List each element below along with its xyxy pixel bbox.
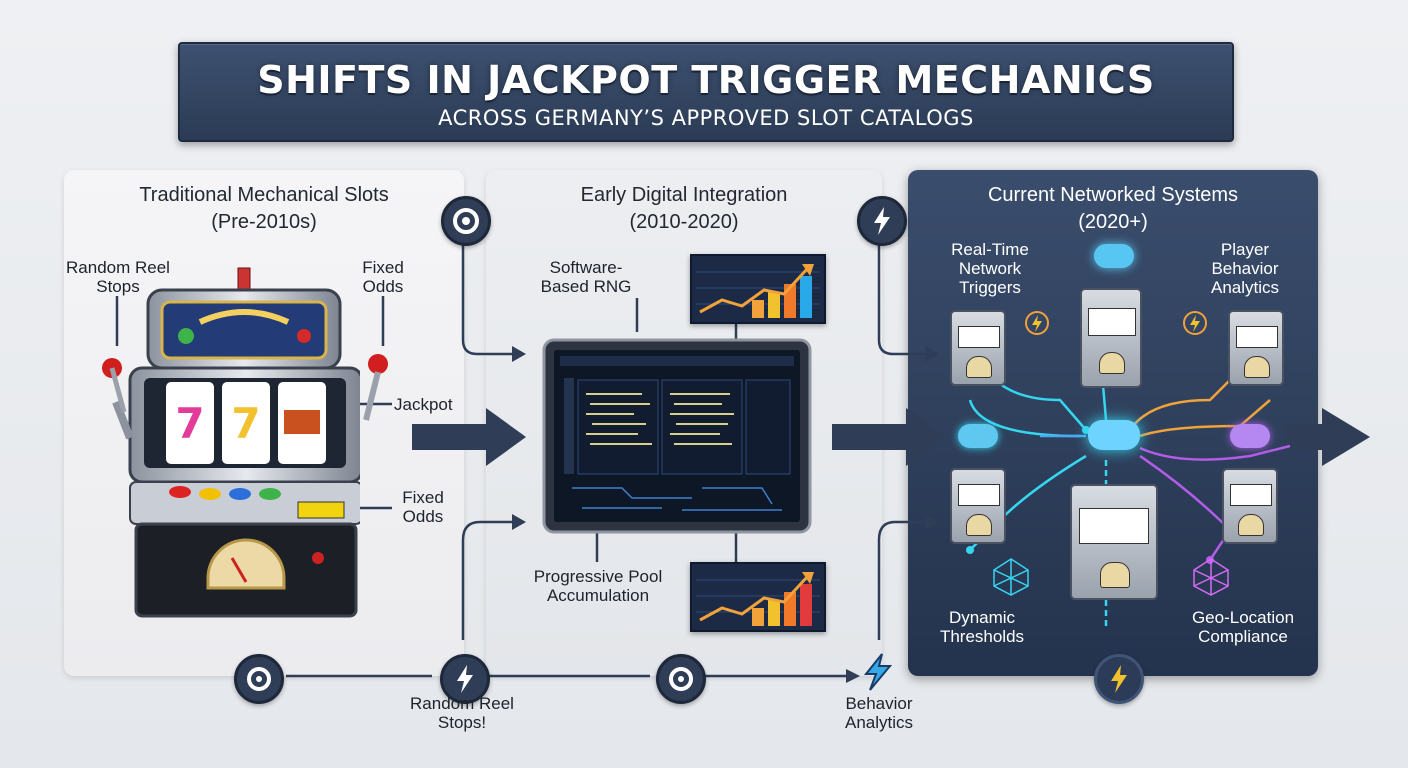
cloud-icon-left	[958, 424, 998, 448]
digital-tablet	[542, 338, 812, 534]
lightning-gear-icon	[857, 196, 907, 246]
gear-icon	[441, 196, 491, 246]
cloud-icon-top	[1094, 244, 1134, 268]
gear-icon	[234, 654, 284, 704]
label-software-based-rng: Software-Based RNG	[540, 258, 632, 296]
stage-1-period: (Pre-2010s)	[211, 211, 317, 233]
label-random-reel-stops: Random Reel Stops	[66, 258, 170, 296]
network-slot-4	[950, 468, 1006, 544]
right-lever	[363, 354, 388, 421]
stage-1-title: Traditional Mechanical Slots	[139, 184, 389, 206]
timeline-label-random-reel-stops: Random Reel Stops!	[410, 694, 514, 732]
page-title: SHIFTS IN JACKPOT TRIGGER MECHANICS	[257, 58, 1155, 102]
label-player-behavior: Player Behavior Analytics	[1210, 240, 1280, 297]
label-fixed-odds-top: Fixed Odds	[362, 258, 404, 296]
label-real-time-triggers: Real-Time Network Triggers	[951, 240, 1029, 297]
lightning-gear-icon	[440, 654, 490, 704]
label-fixed-odds-bottom: Fixed Odds	[402, 488, 444, 526]
growth-chart-top	[690, 254, 826, 324]
gear-icon	[656, 654, 706, 704]
mechanical-slot-machine: 7 7	[102, 267, 360, 618]
stage-3-title: Current Networked Systems	[987, 184, 1239, 206]
lightning-gear-icon	[1094, 654, 1144, 704]
lightning-icon	[1183, 311, 1207, 335]
label-dynamic-thresholds: Dynamic Thresholds	[939, 608, 1025, 646]
network-slot-1	[950, 310, 1006, 386]
lightning-icon	[1025, 311, 1049, 335]
label-jackpot: Jackpot	[394, 395, 453, 414]
label-geo-location: Geo-Location Compliance	[1191, 608, 1295, 646]
timeline-label-behavior-analytics: Behavior Analytics	[844, 694, 914, 732]
stage-2-period: (2010-2020)	[629, 211, 739, 233]
network-slot-5	[1070, 484, 1158, 600]
growth-chart-bottom	[690, 562, 826, 632]
network-node-icon	[1193, 558, 1229, 596]
network-slot-3	[1228, 310, 1284, 386]
cloud-icon-right	[1230, 424, 1270, 448]
network-slot-6	[1222, 468, 1278, 544]
network-slot-2	[1080, 288, 1142, 388]
lightning-icon	[863, 653, 893, 691]
cloud-icon-center	[1088, 420, 1140, 450]
network-node-icon	[993, 558, 1029, 596]
stage-3-period: (2020+)	[1078, 211, 1148, 233]
page-subtitle: ACROSS GERMANY’S APPROVED SLOT CATALOGS	[438, 106, 974, 130]
label-progressive-pool: Progressive Pool Accumulation	[533, 567, 663, 605]
svg-text:7: 7	[231, 399, 260, 448]
svg-text:7: 7	[175, 399, 204, 448]
title-banner: SHIFTS IN JACKPOT TRIGGER MECHANICS ACRO…	[178, 42, 1234, 142]
stage-2-title: Early Digital Integration	[580, 184, 788, 206]
